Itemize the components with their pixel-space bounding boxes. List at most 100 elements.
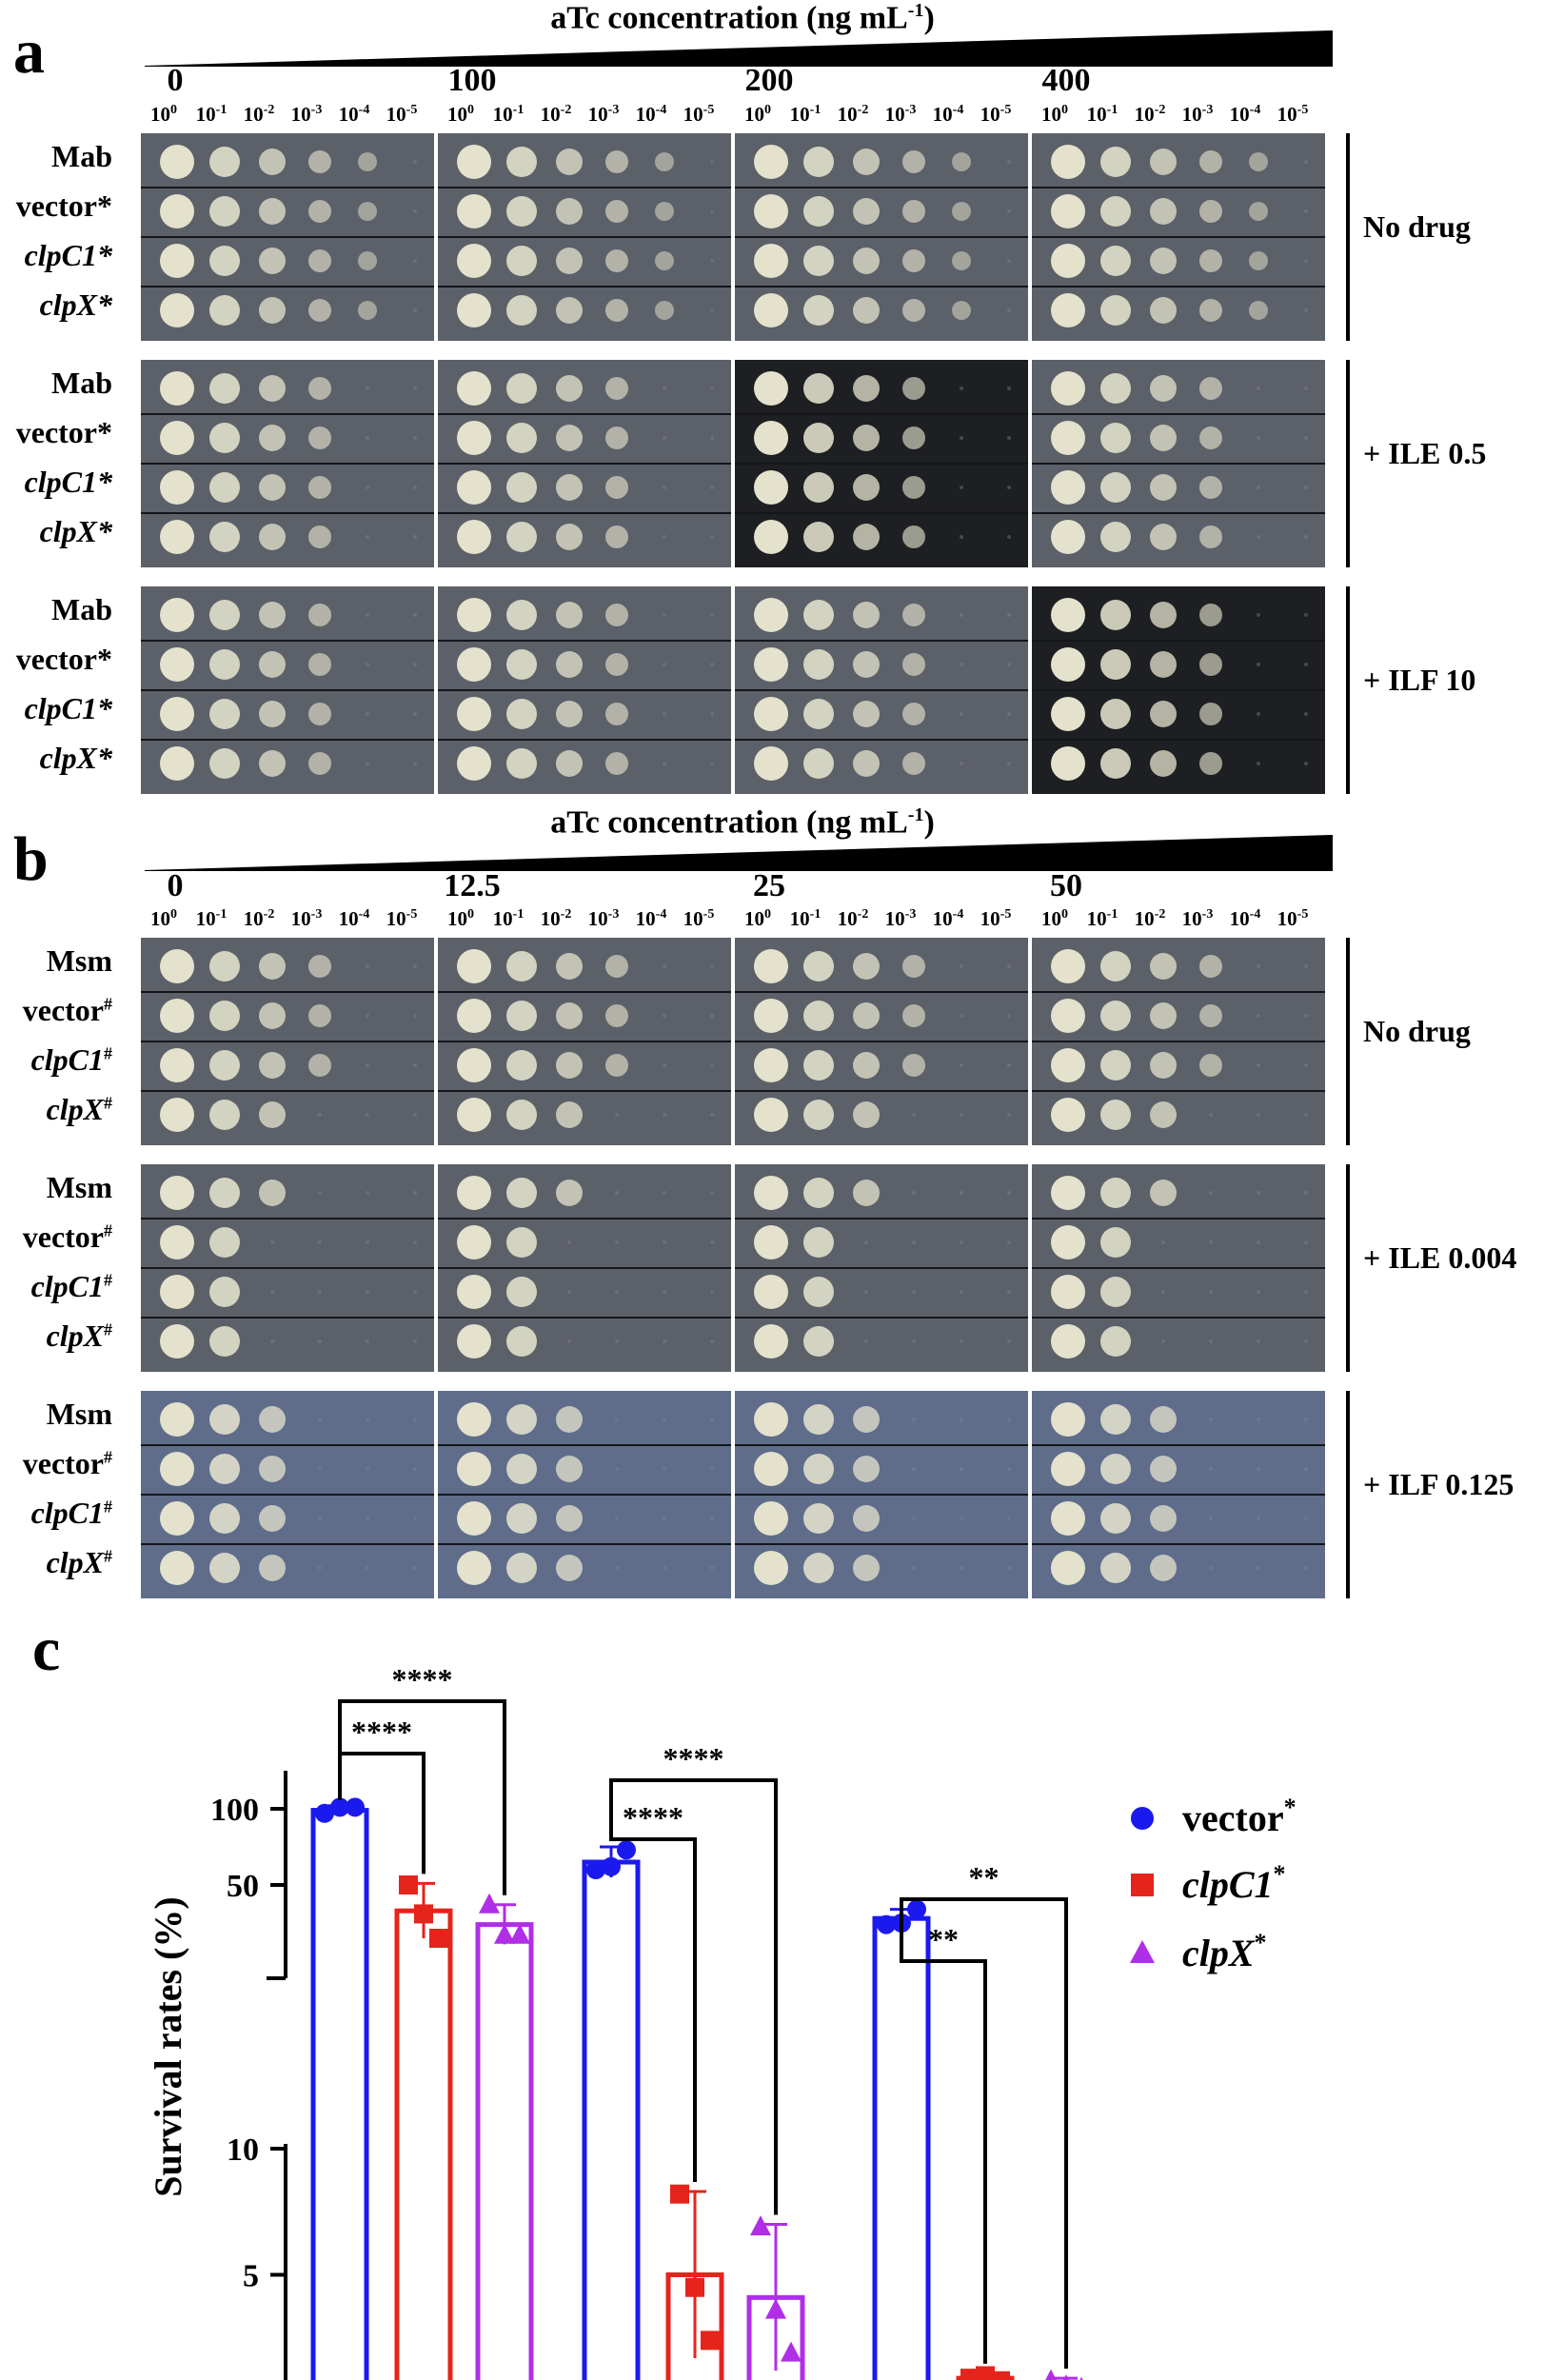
bacterial-spot xyxy=(853,248,880,274)
plate-row-divider xyxy=(735,236,1028,238)
plate-row-divider xyxy=(1032,512,1325,514)
bacterial-spot xyxy=(506,748,537,779)
aTc-concentration-label: 0 xyxy=(167,63,184,98)
bacterial-spot xyxy=(1007,964,1011,968)
bacterial-spot xyxy=(457,194,491,228)
bacterial-spot xyxy=(1304,308,1308,312)
bacterial-spot xyxy=(358,152,377,171)
y-tick-label: 50 xyxy=(227,1869,259,1904)
bacterial-spot xyxy=(259,1180,286,1206)
bacterial-spot xyxy=(663,1191,666,1195)
bacterial-spot xyxy=(803,373,834,404)
dilution-label: 10-3 xyxy=(884,907,917,930)
legend-label-clpX: clpX* xyxy=(1182,1929,1267,1974)
dilution-label: 100 xyxy=(1041,907,1068,930)
bacterial-spot xyxy=(457,1176,491,1210)
bacterial-spot xyxy=(960,1339,963,1343)
bacterial-spot xyxy=(457,598,491,632)
bacterial-spot xyxy=(864,1339,868,1343)
bacterial-spot xyxy=(413,964,417,968)
agar-plate-image xyxy=(438,133,731,341)
bacterial-spot xyxy=(754,1176,788,1210)
data-point-triangle xyxy=(479,1893,500,1914)
bacterial-spot xyxy=(209,147,240,177)
bacterial-spot xyxy=(160,371,194,406)
dilution-label: 10-2 xyxy=(837,907,869,930)
bacterial-spot xyxy=(556,1052,583,1079)
bacterial-spot xyxy=(259,1101,286,1128)
bacterial-spot xyxy=(160,1275,194,1309)
bacterial-spot xyxy=(506,373,537,404)
bacterial-spot xyxy=(556,750,583,777)
bacterial-spot xyxy=(1150,651,1177,678)
bacterial-spot xyxy=(754,520,788,554)
bacterial-spot xyxy=(457,1275,491,1309)
dilution-label: 10-4 xyxy=(338,907,370,930)
bacterial-spot xyxy=(160,470,194,505)
bacterial-spot xyxy=(1199,377,1222,400)
bacterial-spot xyxy=(556,248,583,274)
bacterial-spot xyxy=(1150,1406,1177,1433)
bacterial-spot xyxy=(1100,196,1131,227)
bacterial-spot xyxy=(1150,602,1177,628)
bacterial-spot xyxy=(506,1553,537,1583)
panel-b-gradient-wedge xyxy=(145,835,1333,871)
bacterial-spot xyxy=(506,246,537,276)
bacterial-spot xyxy=(160,194,194,228)
dilution-label: 10-3 xyxy=(587,103,620,126)
bacterial-spot xyxy=(754,1501,788,1536)
bacterial-spot xyxy=(160,244,194,278)
plate-row-divider xyxy=(735,463,1028,465)
bacterial-spot xyxy=(655,251,674,270)
bacterial-spot xyxy=(1209,1418,1213,1421)
agar-plate-image xyxy=(141,938,434,1145)
dilution-label: 10-4 xyxy=(635,907,667,930)
bacterial-spot xyxy=(952,202,971,221)
bacterial-spot xyxy=(209,649,240,680)
bacterial-spot xyxy=(1304,964,1308,968)
bacterial-spot xyxy=(1209,1290,1213,1294)
plate-row-divider xyxy=(1032,1494,1325,1496)
data-point-circle xyxy=(346,1797,365,1817)
bacterial-spot xyxy=(803,649,834,680)
bacterial-spot xyxy=(457,1048,491,1082)
bacterial-spot xyxy=(902,604,925,626)
condition-label: + ILF 0.125 xyxy=(1363,1467,1514,1501)
bacterial-spot xyxy=(952,301,971,320)
bacterial-spot xyxy=(413,1240,417,1244)
bacterial-spot xyxy=(413,486,417,489)
bacterial-spot xyxy=(1150,198,1177,225)
bacterial-spot xyxy=(754,1048,788,1082)
plate-row-divider xyxy=(1032,739,1325,741)
bacterial-spot xyxy=(1051,1176,1085,1210)
bacterial-spot xyxy=(413,1191,417,1195)
bacterial-spot xyxy=(663,964,666,968)
bacterial-spot xyxy=(160,421,194,455)
bacterial-spot xyxy=(605,604,628,626)
dilution-label: 10-4 xyxy=(932,103,964,126)
agar-plate-image xyxy=(735,133,1028,341)
data-point-square xyxy=(399,1875,418,1894)
dilution-label: 10-4 xyxy=(635,103,667,126)
bacterial-spot xyxy=(1051,746,1085,781)
bacterial-spot xyxy=(853,651,880,678)
data-point-circle xyxy=(602,1856,621,1876)
bacterial-spot xyxy=(710,1566,714,1570)
bacterial-spot xyxy=(1209,1566,1213,1570)
bacterial-spot xyxy=(663,535,666,539)
bacterial-spot xyxy=(457,999,491,1033)
data-point-square xyxy=(685,2277,704,2297)
data-point-circle xyxy=(617,1840,636,1860)
bacterial-spot xyxy=(853,1456,880,1482)
significance-bracket xyxy=(609,1778,778,2215)
bacterial-spot xyxy=(1199,752,1222,775)
bacterial-spot xyxy=(1304,1566,1308,1570)
bacterial-spot xyxy=(506,649,537,680)
bacterial-spot xyxy=(1257,436,1260,440)
bacterial-spot xyxy=(413,762,417,765)
bacterial-spot xyxy=(912,1418,916,1421)
bacterial-spot xyxy=(710,209,714,213)
bacterial-spot xyxy=(209,1100,240,1130)
bacterial-spot xyxy=(1007,1517,1011,1520)
bacterial-spot xyxy=(710,1240,714,1244)
